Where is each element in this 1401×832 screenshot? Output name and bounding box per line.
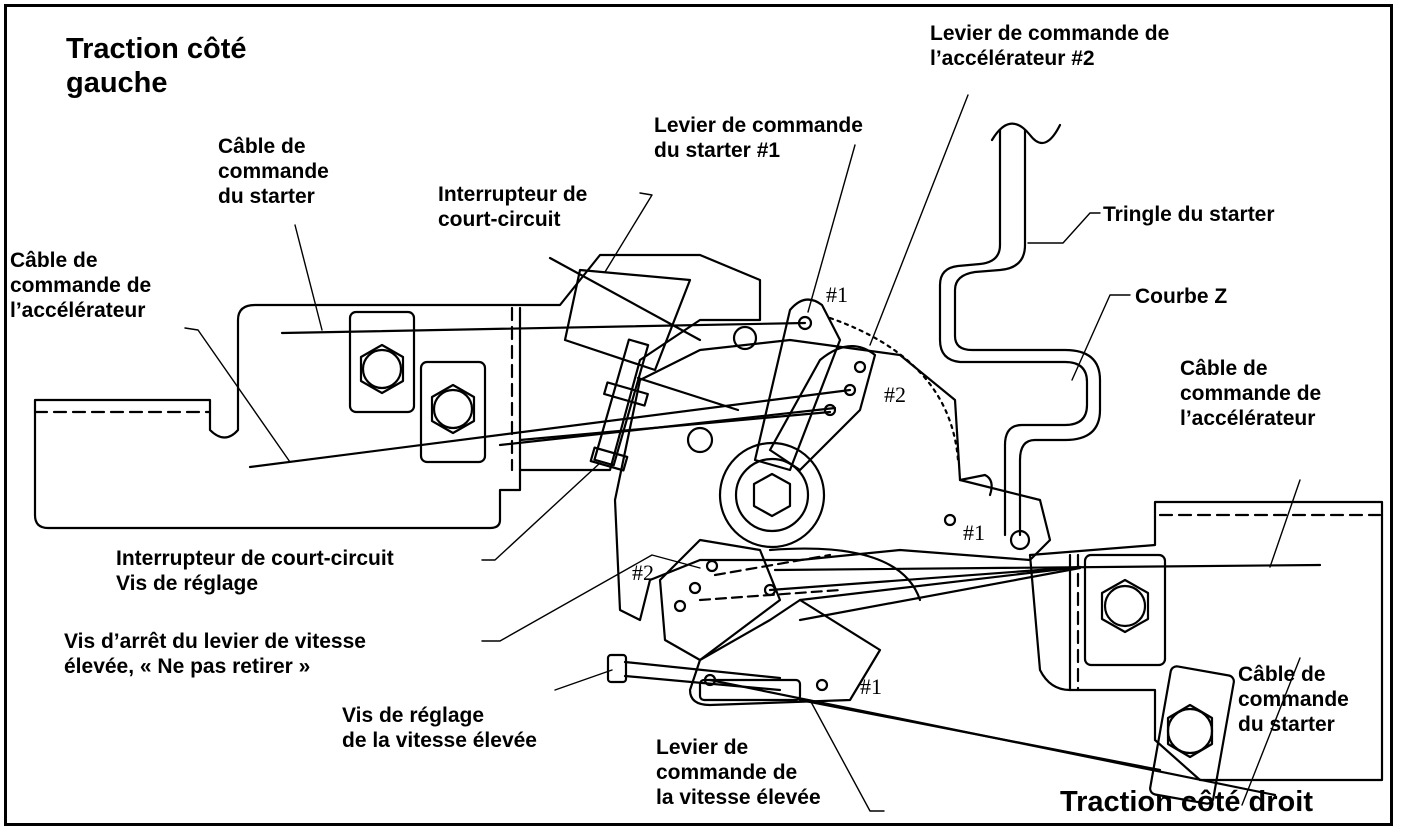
part-mark-lower-1: #1 (860, 674, 882, 699)
lower-lever-2-hole-c (673, 599, 687, 613)
choke-rod-link (958, 473, 993, 497)
label-high-speed-stop-screw: Vis d’arrêt du levier de vitesse élevée,… (64, 630, 366, 678)
right-throttle-cable-2 (768, 565, 1082, 592)
left-clamp-upper-bolt (361, 348, 403, 390)
lower-lever-dash-2 (698, 588, 842, 602)
left-clamp-upper-nut (359, 343, 405, 395)
kill-switch-arm (636, 376, 740, 412)
lower-lever-2-hole-a (705, 559, 719, 573)
lower-lever-dash (713, 553, 832, 577)
throttle-lever-2 (768, 345, 877, 472)
label-kill-switch-screw: Interrupteur de court-circuit Vis de rég… (116, 547, 394, 595)
throttle-lever-2-hole-b (843, 383, 857, 397)
high-speed-lever-tab (698, 678, 802, 702)
part-mark-right-1: #1 (963, 520, 985, 545)
right-clamp-lower (1149, 665, 1235, 805)
right-choke-cable-2 (798, 698, 1162, 772)
right-clamp-upper-bolt (1103, 584, 1147, 628)
left-bracket-plate (33, 253, 762, 530)
choke-lever-1-pivot (797, 315, 813, 331)
title-left-drive: Traction côté gauche (66, 33, 247, 99)
leader-z-bend (1071, 294, 1131, 381)
choke-lever-1 (753, 298, 842, 472)
label-cable-starter-right: Câble de commande du starter (1238, 663, 1349, 736)
shaft-nut (752, 472, 792, 518)
lower-lever-2 (658, 538, 782, 662)
part-mark-lower-2: #2 (632, 560, 654, 585)
label-cable-starter-left: Câble de commande du starter (218, 135, 329, 208)
figure-frame (4, 4, 1393, 826)
right-throttle-cable-4 (798, 565, 1082, 602)
leader-high-speed-lever (809, 699, 885, 812)
leader-cable-starter-left (294, 224, 323, 331)
kill-switch-wire (548, 256, 702, 342)
leader-choke-rod (1027, 212, 1101, 244)
choke-rod-break (990, 122, 1062, 145)
left-clamp-lower (419, 360, 487, 464)
left-choke-cable (280, 321, 807, 335)
right-throttle-cable-3 (798, 566, 1082, 622)
high-speed-screw-shaft-top (623, 660, 782, 680)
kill-switch-nut-top (603, 381, 649, 407)
lower-lever-1-hole-b (815, 678, 829, 692)
leader-cable-accel-left (184, 327, 291, 463)
right-clamp-upper (1083, 553, 1167, 667)
center-plate-arc (828, 316, 960, 462)
label-high-speed-adjust-screw: Vis de réglage de la vitesse élevée (342, 704, 537, 752)
label-choke-lever-1: Levier de commande du starter #1 (654, 114, 863, 162)
right-bracket-plate (1028, 500, 1384, 782)
label-cable-accel-right: Câble de commande de l’accélérateur (1180, 357, 1322, 430)
left-clamp-lower-bolt (432, 388, 474, 430)
leader-throttle-lever-2 (869, 94, 969, 346)
small-hole (943, 513, 957, 527)
left-throttle-cable (248, 388, 852, 469)
leader-choke-lever-1 (807, 144, 856, 313)
kill-switch-body (563, 268, 692, 372)
leader-cable-starter-right (1241, 657, 1301, 806)
center-plate-hole-2 (686, 426, 714, 454)
kill-switch-stud (593, 338, 650, 467)
leader-kill-switch-screw (481, 462, 601, 561)
part-mark-upper-1: #1 (826, 282, 848, 307)
lower-lever-1 (688, 598, 882, 707)
lower-lever-2-hole-b (688, 581, 702, 595)
center-plate-hole (732, 325, 758, 351)
high-speed-screw-shaft-bottom (623, 674, 782, 692)
right-clamp-lower-nut (1166, 703, 1214, 759)
throttle-lever-2-hole-c (823, 403, 837, 417)
leader-high-speed-stop-screw (481, 554, 701, 642)
throttle-lever-2-hole-a (853, 360, 867, 374)
leader-kill-switch-top (604, 192, 653, 273)
label-high-speed-lever: Levier de commande de la vitesse élevée (656, 736, 821, 809)
right-throttle-cable (773, 563, 1322, 572)
choke-rod-inner (953, 128, 1102, 537)
left-clamp-lower-nut (430, 383, 476, 435)
shaft-collar (734, 457, 810, 533)
label-kill-switch-top: Interrupteur de court-circuit (438, 183, 588, 231)
high-speed-screw-head (606, 653, 628, 684)
left-clamp-upper (348, 310, 416, 414)
label-z-bend: Courbe Z (1135, 285, 1228, 308)
title-right-drive: Traction côté droit (1060, 786, 1313, 818)
label-cable-accel-left: Câble de commande de l’accélérateur (10, 249, 152, 322)
kill-switch-nut-bottom (589, 446, 629, 472)
label-throttle-lever-2: Levier de commande de l’accélérateur #2 (930, 22, 1170, 70)
label-choke-rod: Tringle du starter (1103, 203, 1275, 226)
choke-rod (938, 128, 1089, 537)
left-throttle-cable-3 (518, 410, 832, 442)
part-mark-upper-2: #2 (884, 382, 906, 407)
right-clamp-upper-nut (1100, 578, 1150, 634)
leader-cable-accel-right (1269, 479, 1301, 568)
right-clamp-lower-bolt (1166, 707, 1214, 755)
shaft-washer (718, 441, 826, 549)
leader-high-speed-adjust-screw (554, 669, 613, 691)
